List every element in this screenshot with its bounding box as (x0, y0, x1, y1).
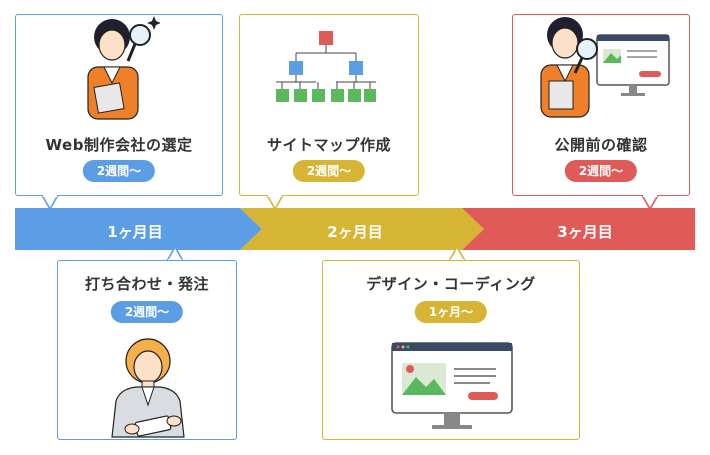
step-title: デザイン・コーディング (366, 275, 536, 293)
step-card-meeting: 打ち合わせ・発注 2週間〜 (57, 260, 237, 440)
month-label-1: 1ヶ月目 (107, 223, 163, 241)
duration-badge: 2週間〜 (82, 160, 156, 182)
step-title: 打ち合わせ・発注 (84, 275, 209, 293)
woman-tablet-icon (111, 338, 185, 438)
duration-badge: 2週間〜 (292, 160, 366, 182)
duration-badge: 1ヶ月〜 (414, 301, 488, 323)
woman-magnifier-monitor-icon (540, 17, 670, 118)
monitor-design-icon (391, 342, 513, 429)
card-pointer (41, 195, 59, 211)
woman-magnifier-icon (87, 16, 160, 120)
sitemap-icon (276, 31, 376, 102)
step-card-design-coding: デザイン・コーディング 1ヶ月〜 (322, 260, 580, 440)
step-card-review: 公開前の確認 2週間〜 (512, 14, 690, 196)
month-label-2: 2ヶ月目 (327, 223, 383, 241)
step-card-sitemap: サイトマップ作成 2週間〜 (239, 14, 419, 196)
timeline-segment-2 (240, 208, 484, 250)
month-label-3: 3ヶ月目 (557, 223, 613, 241)
step-title: 公開前の確認 (554, 136, 648, 154)
card-pointer (266, 195, 284, 211)
timeline-segment-3 (462, 208, 695, 250)
timeline-segment-1 (15, 208, 262, 250)
duration-badge: 2週間〜 (564, 160, 638, 182)
duration-badge: 2週間〜 (110, 301, 184, 323)
step-title: Web制作会社の選定 (45, 136, 193, 154)
step-card-selection: Web制作会社の選定 2週間〜 (15, 14, 223, 196)
card-pointer (641, 195, 659, 211)
step-title: サイトマップ作成 (266, 136, 391, 154)
